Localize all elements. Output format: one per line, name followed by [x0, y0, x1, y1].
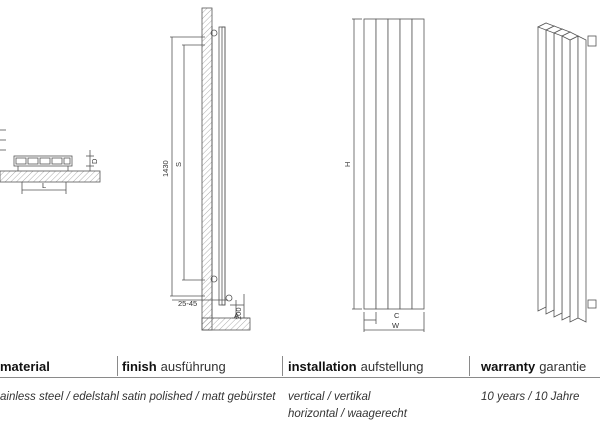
spec-finish-subtitle: ausführung — [160, 359, 226, 374]
front-elevation-view-icon — [352, 18, 425, 332]
dim-1430-label: 1430 — [161, 160, 170, 177]
technical-drawings: L D 1430 S 25-45 100 A — [0, 7, 597, 332]
side-section-view-icon — [170, 7, 251, 331]
spec-material-title: material — [0, 359, 50, 374]
spec-installation-subtitle: aufstellung — [360, 359, 424, 374]
spec-installation-title: installation — [288, 359, 357, 374]
dim-c-label: C — [394, 311, 400, 320]
perspective-view-icon — [537, 22, 597, 323]
spec-rule — [0, 377, 600, 378]
dim-a-label: A — [234, 311, 239, 320]
spec-installation-value-horizontal: horizontal / waagerecht — [288, 408, 407, 420]
dim-h-label: H — [343, 162, 352, 167]
dim-d-label: D — [90, 158, 99, 164]
spec-material: material ainless steel / edelstahl — [0, 356, 119, 432]
dim-l-label: L — [42, 181, 46, 190]
spec-separator — [282, 356, 283, 376]
spec-warranty-title: warranty — [481, 359, 536, 374]
spec-warranty-value: 10 years / 10 Jahre — [481, 391, 580, 403]
dim-25-45-label: 25-45 — [178, 299, 197, 308]
spec-finish-value: satin polished / matt gebürstet — [122, 391, 276, 403]
dim-s-label: S — [174, 162, 183, 167]
spec-separator — [117, 356, 118, 376]
dim-w-label: W — [392, 321, 400, 330]
spec-warranty-subtitle: garantie — [539, 359, 587, 374]
spec-separator — [469, 356, 470, 376]
spec-material-value: ainless steel / edelstahl — [0, 391, 119, 403]
spec-installation-value-vertical: vertical / vertikal — [288, 391, 371, 403]
dim-100-label: 100 — [234, 307, 243, 320]
spec-finish-title: finish — [122, 359, 157, 374]
top-plan-view-icon — [0, 129, 101, 194]
spec-table: material ainless steel / edelstahl finis… — [0, 356, 600, 432]
spec-material-header: material — [0, 359, 54, 374]
